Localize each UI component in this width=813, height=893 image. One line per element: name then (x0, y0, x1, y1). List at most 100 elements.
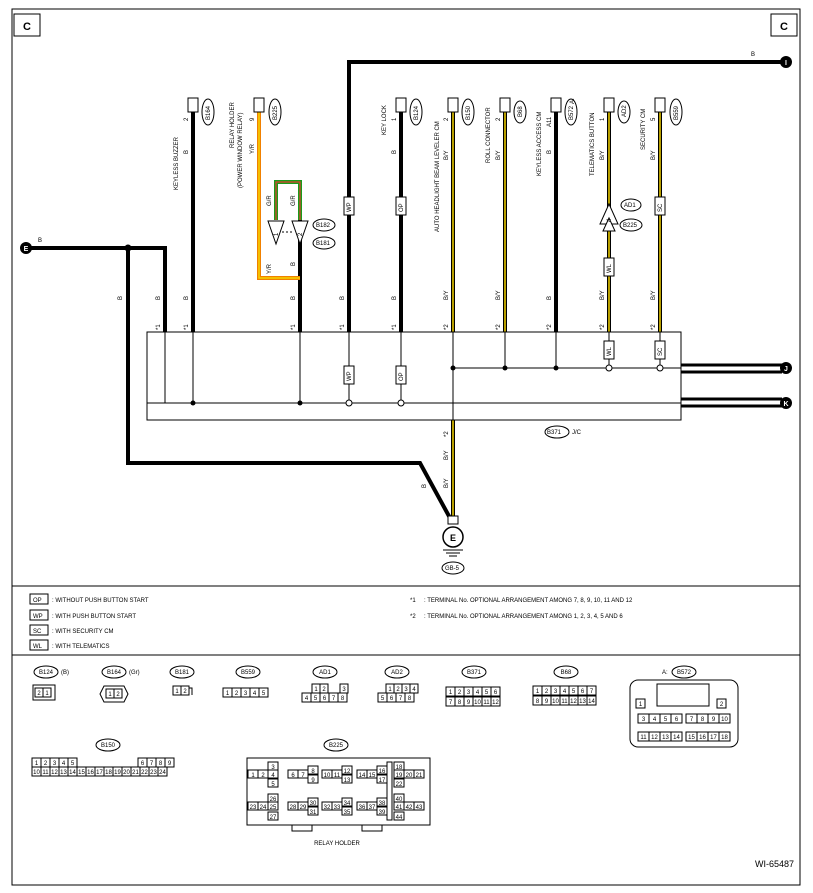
svg-text:B164: B164 (107, 670, 122, 676)
svg-text:G/R: G/R (291, 195, 297, 206)
svg-text:5: 5 (314, 696, 318, 702)
svg-text:43: 43 (416, 805, 423, 811)
svg-text:2: 2 (37, 691, 41, 697)
svg-text:WL: WL (607, 346, 613, 356)
svg-text:30: 30 (310, 801, 317, 807)
svg-text:7: 7 (449, 700, 453, 706)
svg-text:3: 3 (342, 687, 346, 693)
connector-name-headlight: AUTO HEADLIGHT BEAM LEVELER CM (435, 121, 441, 232)
splice-area: G/R G/R 1 2 Y/R B B182 B181 (267, 195, 336, 274)
connector-face-label: B225 (323, 738, 349, 752)
wire-relay-yr (257, 112, 300, 280)
svg-text:9: 9 (311, 778, 315, 784)
svg-text:1: 1 (226, 691, 230, 697)
connector-face-label: AD1 (312, 665, 338, 679)
svg-text:B: B (751, 52, 755, 58)
svg-text:22: 22 (141, 770, 148, 776)
svg-text:WL: WL (33, 644, 43, 650)
svg-text:: WITH SECURITY CM: : WITH SECURITY CM (52, 629, 114, 635)
ad1-junction: 4 AD1 B225 (599, 198, 643, 232)
svg-text:B559: B559 (674, 105, 680, 120)
svg-text:*2: *2 (547, 324, 553, 330)
svg-text:AD2: AD2 (391, 670, 403, 676)
svg-text:2: 2 (720, 702, 724, 708)
connector-id-b68: B68 (513, 100, 527, 124)
svg-text:4: 4 (412, 687, 416, 693)
svg-text:8: 8 (159, 761, 163, 767)
svg-text:17: 17 (96, 770, 103, 776)
svg-text:17: 17 (379, 778, 386, 784)
connector-face-label: B181 (169, 665, 195, 679)
svg-text:*2: *2 (410, 614, 416, 620)
svg-text:2: 2 (322, 687, 326, 693)
svg-text:B/Y: B/Y (444, 450, 450, 460)
svg-text:2: 2 (458, 690, 462, 696)
svg-text:B: B (392, 296, 398, 300)
svg-text:B: B (547, 296, 553, 300)
connector-face-label: B371 (461, 665, 487, 679)
svg-text:28: 28 (290, 805, 297, 811)
svg-text:B572: B572 (569, 105, 575, 120)
svg-text:20: 20 (123, 770, 130, 776)
connector-id-b225: B225 (268, 98, 282, 126)
terminal-K: K (780, 397, 792, 409)
connector-face-label: B68 (553, 665, 579, 679)
svg-text:9: 9 (712, 717, 716, 723)
svg-text:B225: B225 (273, 105, 279, 120)
terminal-J: J (780, 362, 792, 374)
svg-text:12: 12 (570, 699, 577, 705)
svg-text:44: 44 (396, 815, 403, 821)
svg-text:: TERMINAL No. OPTIONAL ARRANG: : TERMINAL No. OPTIONAL ARRANGEMENT AMON… (424, 614, 623, 620)
svg-text:: WITH PUSH BUTTON START: : WITH PUSH BUTTON START (52, 614, 136, 620)
svg-text:(Gr): (Gr) (129, 670, 140, 676)
svg-text:5: 5 (664, 717, 668, 723)
svg-text:B: B (291, 296, 297, 300)
svg-text:39: 39 (379, 810, 386, 816)
svg-text:AD1: AD1 (319, 670, 331, 676)
svg-text:B124: B124 (414, 105, 420, 120)
svg-text:1: 1 (175, 689, 179, 695)
svg-text:33: 33 (334, 805, 341, 811)
svg-text:11: 11 (483, 700, 490, 706)
svg-text:7: 7 (301, 773, 305, 779)
svg-text:5: 5 (651, 117, 657, 121)
svg-text:4: 4 (271, 773, 275, 779)
svg-text:25: 25 (270, 805, 277, 811)
svg-text:AD1: AD1 (624, 203, 636, 209)
connector-name-keyless-buzzer: KEYLESS BUZZER (174, 136, 180, 190)
option-box-wl: WL (603, 257, 615, 277)
connector-id-b559: B559 (669, 98, 683, 126)
svg-text:*1: *1 (410, 598, 416, 604)
svg-text:32: 32 (324, 805, 331, 811)
legend-wl: WL: WITH TELEMATICS (29, 639, 109, 651)
svg-text:8: 8 (458, 700, 462, 706)
svg-text:7: 7 (399, 696, 403, 702)
svg-text:WP: WP (347, 202, 353, 212)
svg-text:12: 12 (492, 700, 499, 706)
svg-text:3: 3 (53, 761, 57, 767)
svg-text:27: 27 (270, 815, 277, 821)
svg-text:WL: WL (607, 263, 613, 273)
terminal-E: E (20, 242, 32, 254)
svg-text:4: 4 (476, 690, 480, 696)
svg-text:*1: *1 (291, 324, 297, 330)
svg-text:7: 7 (590, 689, 594, 695)
svg-text:Y/R: Y/R (267, 263, 273, 274)
svg-text:23: 23 (150, 770, 157, 776)
svg-text:1: 1 (388, 687, 392, 693)
svg-text:Y/R: Y/R (250, 143, 256, 154)
svg-text:A11: A11 (547, 116, 553, 127)
connector-face-label: B150 (95, 738, 121, 752)
svg-text:2: 2 (44, 761, 48, 767)
svg-text:B/Y: B/Y (651, 150, 657, 160)
connector-pin: 2 (184, 117, 190, 121)
svg-text:1: 1 (35, 761, 39, 767)
wire-to-I (347, 60, 782, 205)
svg-text:SC: SC (658, 347, 664, 356)
